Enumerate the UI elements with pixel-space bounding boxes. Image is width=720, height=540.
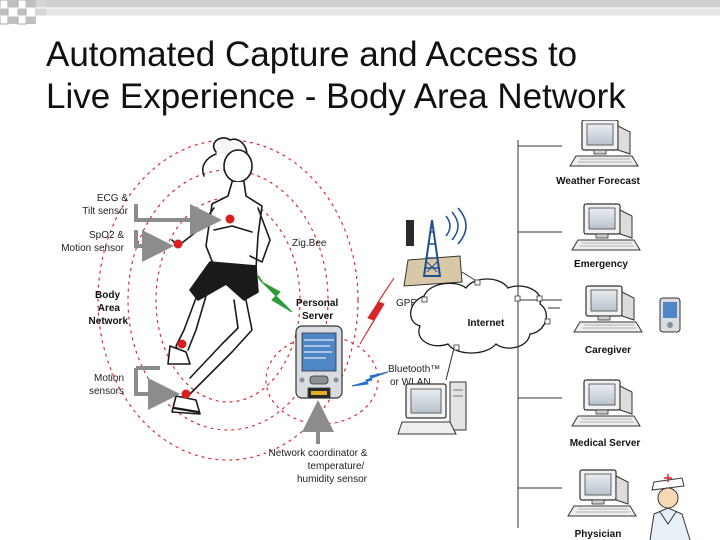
label-spo2-line2: Motion sensor bbox=[61, 243, 124, 254]
nurse-figure-icon bbox=[649, 474, 691, 540]
handheld-device-icon bbox=[659, 297, 681, 333]
station-emergency: Emergency bbox=[571, 203, 641, 270]
station-caregiver: Caregiver bbox=[573, 285, 643, 356]
label-motion-line2: sensors bbox=[89, 386, 124, 397]
label-ban-line1: Body bbox=[95, 290, 120, 301]
label-personal-server-line2: Server bbox=[302, 311, 333, 322]
label-ban-line3: Network bbox=[89, 316, 129, 327]
label-motion-line1: Motion bbox=[94, 373, 124, 384]
local-pc-icon bbox=[397, 381, 467, 435]
wrist-sensor-dot bbox=[173, 239, 183, 249]
label-motion-sensors: Motion sensors bbox=[89, 373, 124, 397]
ecg-sensor-dot bbox=[225, 214, 235, 224]
internet-cloud: Internet bbox=[410, 278, 547, 354]
label-coordinator-line3: humidity sensor bbox=[297, 474, 368, 485]
label-arrows bbox=[134, 204, 334, 444]
zigbee-link-bolt bbox=[261, 281, 293, 313]
label-weather-forecast: Weather Forecast bbox=[556, 176, 640, 187]
label-personal-server-line1: Personal bbox=[296, 298, 338, 309]
label-ecg-line1: ECG & bbox=[97, 193, 128, 204]
body-sensors bbox=[173, 214, 235, 399]
label-coordinator-line1: Network coordinator & bbox=[269, 448, 368, 459]
label-gprs: GPRS bbox=[396, 298, 425, 309]
label-coordinator-line2: temperature/ bbox=[308, 461, 365, 472]
label-bluetooth-line2: or WLAN bbox=[390, 377, 431, 388]
runner-figure bbox=[167, 137, 271, 415]
gprs-link-bolt bbox=[359, 277, 395, 345]
station-physician: Physician bbox=[567, 469, 637, 540]
label-emergency: Emergency bbox=[574, 259, 628, 270]
station-weather-forecast: Weather Forecast bbox=[556, 120, 641, 187]
label-caregiver: Caregiver bbox=[585, 345, 631, 356]
pda-device-icon bbox=[295, 325, 343, 399]
label-spo2-motion: SpO2 & Motion sensor bbox=[61, 230, 124, 254]
label-internet: Internet bbox=[468, 318, 505, 329]
title-grid-decoration bbox=[0, 0, 720, 25]
label-physician: Physician bbox=[575, 529, 622, 540]
network-nodes bbox=[421, 279, 551, 351]
label-ecg-tilt: ECG & Tilt sensor bbox=[82, 193, 128, 217]
bluetooth-link-bolt bbox=[351, 371, 389, 387]
label-network-coordinator: Network coordinator & temperature/ humid… bbox=[269, 448, 368, 485]
shin-sensor-dot bbox=[181, 389, 191, 399]
slide-title-line-2: Live Experience - Body Area Network bbox=[46, 77, 626, 116]
label-body-area-network: Body Area Network bbox=[89, 290, 129, 327]
body-area-network-diagram: ECG & Tilt sensor SpO2 & Motion sensor B… bbox=[61, 120, 691, 540]
label-zigbee: Zig.Bee bbox=[292, 238, 327, 249]
ankle-sensor-dot bbox=[177, 339, 187, 349]
slide-title: Automated Capture and Access to Live Exp… bbox=[46, 34, 626, 118]
label-ban-line2: Area bbox=[98, 303, 121, 314]
label-spo2-line1: SpO2 & bbox=[89, 230, 124, 241]
slide-title-line-1: Automated Capture and Access to bbox=[46, 35, 578, 74]
label-ecg-line2: Tilt sensor bbox=[82, 206, 128, 217]
station-medical-server: Medical Server bbox=[570, 379, 641, 449]
label-medical-server: Medical Server bbox=[570, 438, 641, 449]
label-bluetooth-line1: Bluetooth™ bbox=[388, 364, 440, 375]
cell-tower-icon bbox=[403, 207, 467, 287]
